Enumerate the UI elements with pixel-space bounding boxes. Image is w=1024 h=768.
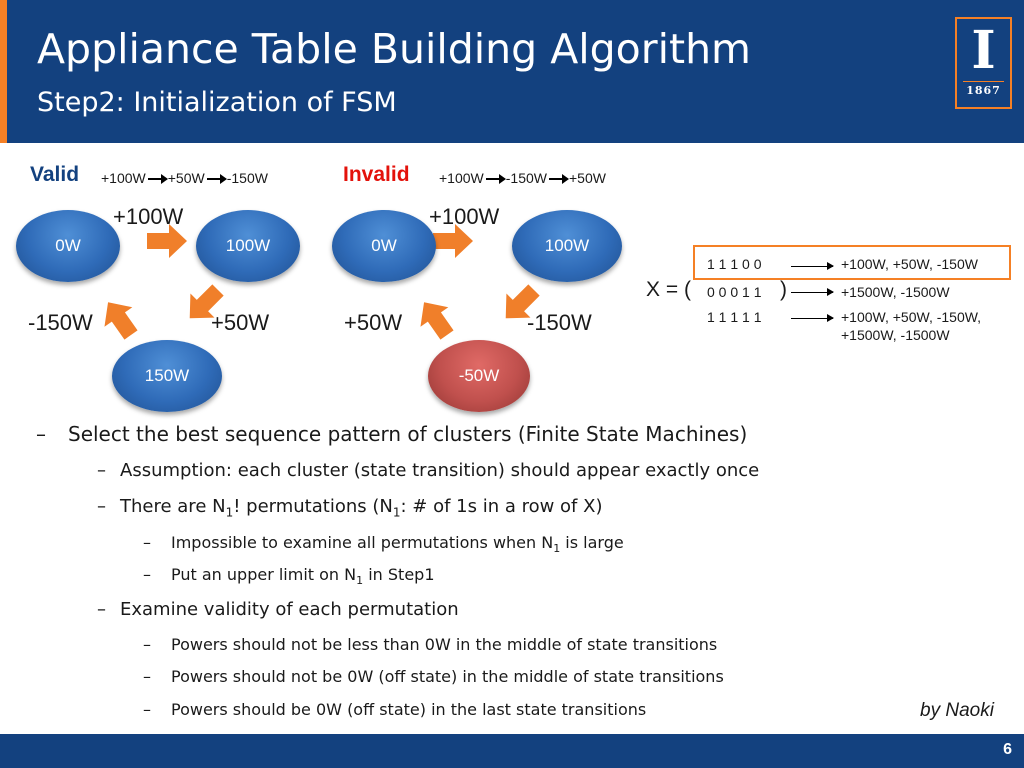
- matrix-row-3-result-line2: +1500W, -1500W: [841, 327, 950, 343]
- bullet-dash: –: [143, 565, 151, 584]
- byline: by Naoki: [920, 700, 994, 721]
- matrix-label-close: ): [780, 278, 787, 301]
- university-logo: I 1867: [955, 17, 1012, 109]
- bullet-dash: –: [143, 533, 151, 552]
- valid-node-0w: 0W: [16, 210, 120, 282]
- matrix-row-3-bits: 1 1 1 1 1: [707, 309, 762, 325]
- arrow-right-icon: [791, 262, 834, 270]
- bullet-assumption: Assumption: each cluster (state transiti…: [120, 460, 760, 481]
- valid-seq-step-1: +100W: [101, 170, 146, 186]
- bullet-not-less-than-0w: Powers should not be less than 0W in the…: [171, 635, 718, 654]
- matrix-row-1-bits: 1 1 1 0 0: [707, 256, 762, 272]
- bullet-dash: –: [97, 496, 106, 517]
- matrix-row-3-result-line1: +100W, +50W, -150W,: [841, 309, 982, 325]
- arrow-right-icon: [485, 174, 506, 185]
- text-segment: Put an upper limit on N: [171, 565, 357, 584]
- arrow-right-icon: [791, 288, 834, 296]
- slide-title: Appliance Table Building Algorithm: [37, 25, 751, 73]
- invalid-seq-step-2: -150W: [505, 170, 547, 186]
- text-segment: ! permutations (N: [233, 496, 393, 517]
- subscript: 1: [392, 505, 401, 520]
- logo-year: 1867: [966, 84, 1001, 97]
- logo-mark: I: [971, 20, 996, 81]
- highlight-box: [693, 245, 1011, 280]
- valid-node-100w: 100W: [196, 210, 300, 282]
- text-segment: is large: [560, 533, 624, 552]
- invalid-edge-label-1: +100W: [429, 204, 500, 229]
- valid-seq-step-2: +50W: [167, 170, 205, 186]
- bullet-dash: –: [143, 635, 151, 654]
- invalid-node-neg50w: -50W: [428, 340, 530, 412]
- invalid-label: Invalid: [343, 163, 410, 186]
- subscript: 1: [356, 574, 364, 588]
- slide-header: Appliance Table Building Algorithm Step2…: [0, 0, 1024, 143]
- transition-arrow-icon: [410, 292, 461, 345]
- bullet-0w-last: Powers should be 0W (off state) in the l…: [171, 700, 647, 719]
- valid-label: Valid: [30, 163, 80, 186]
- bullet-select-best-sequence: Select the best sequence pattern of clus…: [68, 422, 748, 446]
- transition-arrow-icon: [94, 292, 145, 345]
- text-segment: in Step1: [363, 565, 435, 584]
- invalid-sequence: +100W -150W +50W: [439, 170, 606, 186]
- arrow-right-icon: [548, 174, 569, 185]
- matrix-row-1-result: +100W, +50W, -150W: [841, 256, 978, 272]
- text-segment: Impossible to examine all permutations w…: [171, 533, 554, 552]
- bullet-dash: –: [143, 667, 151, 686]
- bullet-dash: –: [97, 599, 106, 620]
- invalid-seq-step-3: +50W: [568, 170, 606, 186]
- bullet-examine-validity: Examine validity of each permutation: [120, 599, 459, 620]
- header-accent-bar: [0, 0, 7, 143]
- matrix-label-open: X = (: [646, 278, 691, 301]
- subscript: 1: [553, 542, 561, 556]
- page-number: 6: [1003, 741, 1012, 758]
- valid-edge-label-1: +100W: [113, 204, 184, 229]
- invalid-edge-label-2: -150W: [527, 310, 592, 335]
- slide-footer: 6: [0, 734, 1024, 768]
- valid-seq-step-3: -150W: [226, 170, 268, 186]
- bullet-upper-limit: Put an upper limit on N1 in Step1: [171, 565, 435, 587]
- matrix-row-2-result: +1500W, -1500W: [841, 284, 950, 300]
- bullet-permutations: There are N1! permutations (N1: # of 1s …: [120, 496, 602, 520]
- valid-edge-label-2: +50W: [211, 310, 270, 335]
- logo-divider: [963, 81, 1004, 82]
- invalid-edge-label-3: +50W: [344, 310, 403, 335]
- slide-subtitle: Step2: Initialization of FSM: [37, 87, 397, 118]
- arrow-right-icon: [206, 174, 227, 185]
- text-segment: There are N: [120, 496, 226, 517]
- matrix-row-2-bits: 0 0 0 1 1: [707, 284, 762, 300]
- invalid-node-0w: 0W: [332, 210, 436, 282]
- valid-node-150w: 150W: [112, 340, 222, 412]
- bullet-impossible-examine: Impossible to examine all permutations w…: [171, 533, 624, 555]
- subscript: 1: [225, 505, 234, 520]
- arrow-right-icon: [791, 314, 834, 322]
- invalid-seq-step-1: +100W: [439, 170, 484, 186]
- valid-sequence: +100W +50W -150W: [101, 170, 268, 186]
- text-segment: : # of 1s in a row of X): [400, 496, 603, 517]
- invalid-node-100w: 100W: [512, 210, 622, 282]
- bullet-not-0w-middle: Powers should not be 0W (off state) in t…: [171, 667, 724, 686]
- valid-edge-label-3: -150W: [28, 310, 93, 335]
- arrow-right-icon: [147, 174, 168, 185]
- bullet-dash: –: [143, 700, 151, 719]
- bullet-dash: –: [97, 460, 106, 481]
- bullet-dash: –: [36, 422, 46, 446]
